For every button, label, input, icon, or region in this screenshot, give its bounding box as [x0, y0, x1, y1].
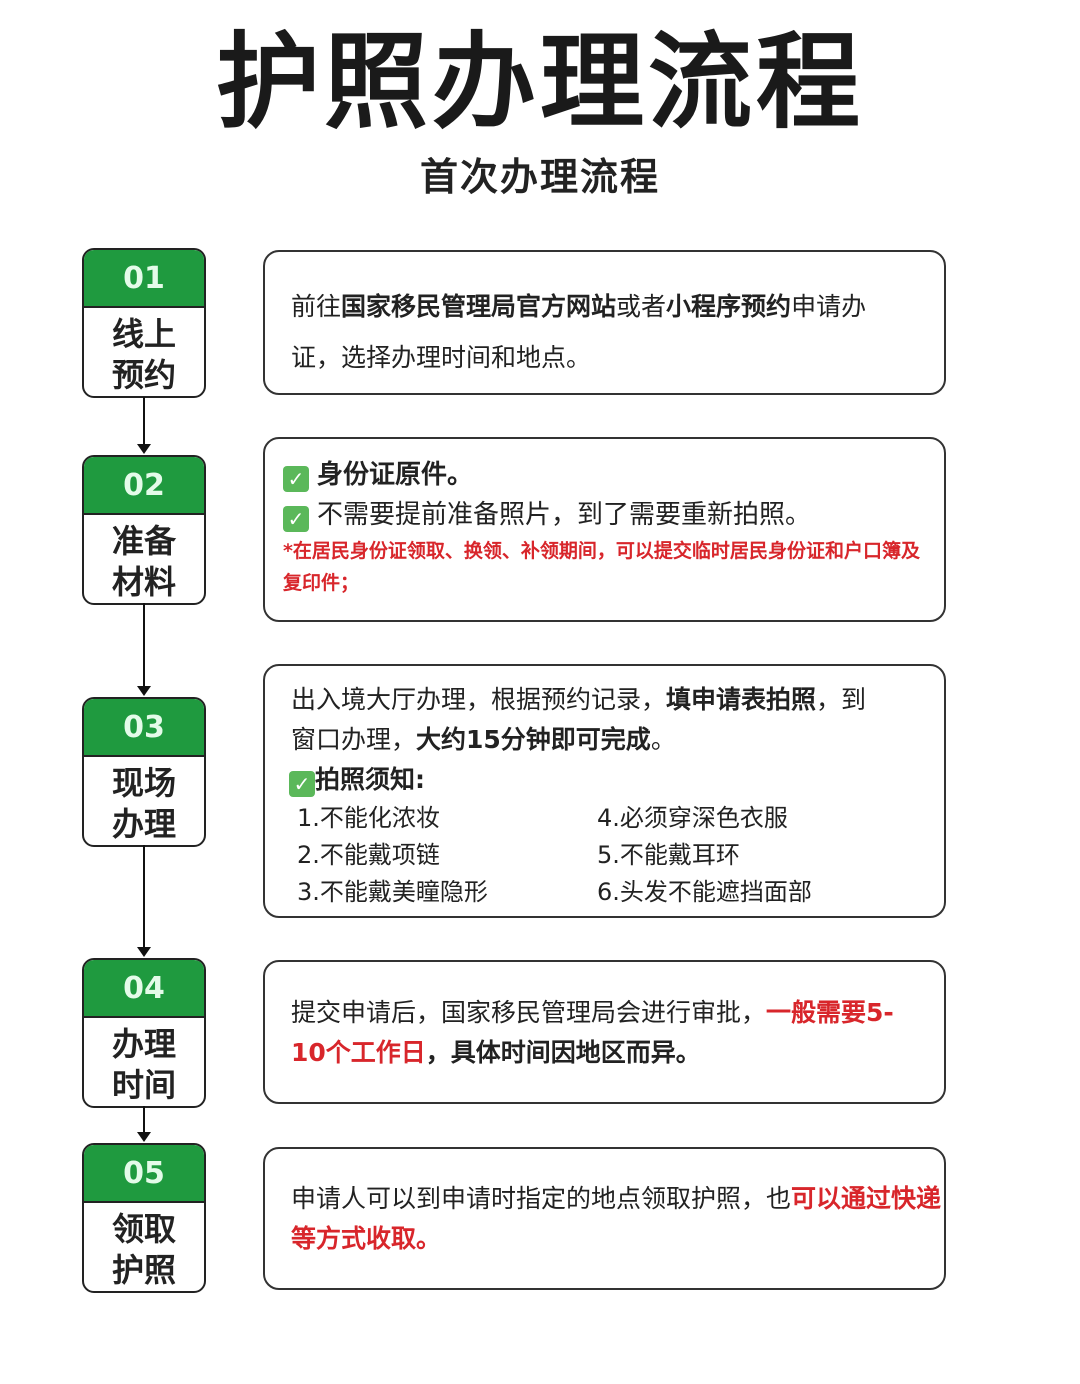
arrow-down-icon	[137, 686, 151, 696]
step-1-content: 前往国家移民管理局官方网站或者小程序预约申请办证，选择办理时间和地点。	[263, 250, 946, 395]
step-badge-01: 01 线上预约	[82, 248, 206, 398]
page-title: 护照办理流程	[215, 21, 864, 143]
text-segment: 前往	[291, 292, 342, 321]
material-note: *在居民身份证领取、换领、补领期间，可以提交临时居民身份证和户口簿及复印件；	[283, 540, 920, 594]
text-segment: 填申请表拍照	[666, 685, 817, 714]
step-3-content: 出入境大厅办理，根据预约记录，填申请表拍照，到窗口办理，大约15分钟即可完成。 …	[263, 664, 946, 918]
step-label: 领取	[111, 1210, 176, 1248]
text-segment: 出入境大厅办理，根据预约记录，	[291, 685, 667, 714]
step-badge-05: 05 领取护照	[82, 1143, 206, 1293]
connector-line	[143, 1106, 145, 1133]
step-number: 04	[84, 960, 204, 1018]
step-label: 准备	[111, 522, 176, 560]
text-segment: 提交申请后，国家移民管理局会进行审批，	[291, 998, 767, 1027]
photo-tip-item: 6.头发不能遮挡面部	[597, 878, 812, 906]
photo-tip-item: 1.不能化浓妆	[297, 804, 440, 832]
step-label: 护照	[111, 1251, 176, 1289]
photo-tip-item: 2.不能戴项链	[297, 841, 440, 869]
connector-line	[143, 397, 145, 445]
checkbox-checked-icon: ✓	[289, 771, 315, 797]
material-item: 不需要提前准备照片，到了需要重新拍照。	[317, 500, 812, 530]
text-segment: ，具体时间因地区而异。	[425, 1038, 701, 1067]
text-segment: 大约15分钟即可完成	[416, 725, 651, 754]
connector-line	[143, 845, 145, 948]
arrow-down-icon	[137, 444, 151, 454]
text-segment: 申请人可以到申请时指定的地点领取护照，也	[291, 1184, 792, 1213]
step-label: 现场	[111, 764, 176, 802]
photo-tip-item: 3.不能戴美瞳隐形	[297, 878, 488, 906]
step-badge-02: 02 准备材料	[82, 455, 206, 605]
connector-line	[143, 603, 145, 687]
tips-title: 拍照须知:	[315, 765, 425, 794]
text-segment: 或者	[616, 292, 667, 321]
step-4-content: 提交申请后，国家移民管理局会进行审批，一般需要5-10个工作日，具体时间因地区而…	[263, 960, 946, 1104]
arrow-down-icon	[137, 947, 151, 957]
step-badge-03: 03 现场办理	[82, 697, 206, 847]
step-2-content: ✓ 身份证原件。 ✓ 不需要提前准备照片，到了需要重新拍照。 *在居民身份证领取、换…	[263, 437, 946, 622]
text-segment: 小程序预约	[666, 292, 792, 321]
step-label: 线上	[111, 315, 176, 353]
text-segment: 可以通过快递等方式收取。	[291, 1184, 942, 1253]
step-number: 01	[84, 250, 204, 308]
step-number: 05	[84, 1145, 204, 1203]
text-segment: 一般需要5-10个工作日	[291, 998, 894, 1067]
step-label: 材料	[111, 563, 176, 601]
photo-tip-item: 5.不能戴耳环	[597, 841, 740, 869]
text-segment: 国家移民管理局官方网站	[341, 292, 617, 321]
arrow-down-icon	[137, 1132, 151, 1142]
step-badge-04: 04 办理时间	[82, 958, 206, 1108]
step-label: 时间	[111, 1066, 176, 1104]
text-segment: ，到窗口办理，	[291, 685, 867, 754]
checkbox-checked-icon: ✓	[283, 466, 309, 492]
checkbox-checked-icon: ✓	[283, 506, 309, 532]
step-number: 02	[84, 457, 204, 515]
step-label: 办理	[111, 1025, 176, 1063]
step-label: 预约	[111, 356, 176, 394]
step-number: 03	[84, 699, 204, 757]
step-5-content: 申请人可以到申请时指定的地点领取护照，也可以通过快递等方式收取。	[263, 1147, 946, 1290]
step-label: 办理	[111, 805, 176, 843]
photo-tip-item: 4.必须穿深色衣服	[597, 804, 788, 832]
material-item: 身份证原件。	[317, 460, 474, 490]
text-segment: 申请办证，选择办理时间和地点。	[291, 292, 867, 372]
page-subtitle: 首次办理流程	[419, 155, 660, 199]
text-segment: 。	[650, 725, 676, 754]
